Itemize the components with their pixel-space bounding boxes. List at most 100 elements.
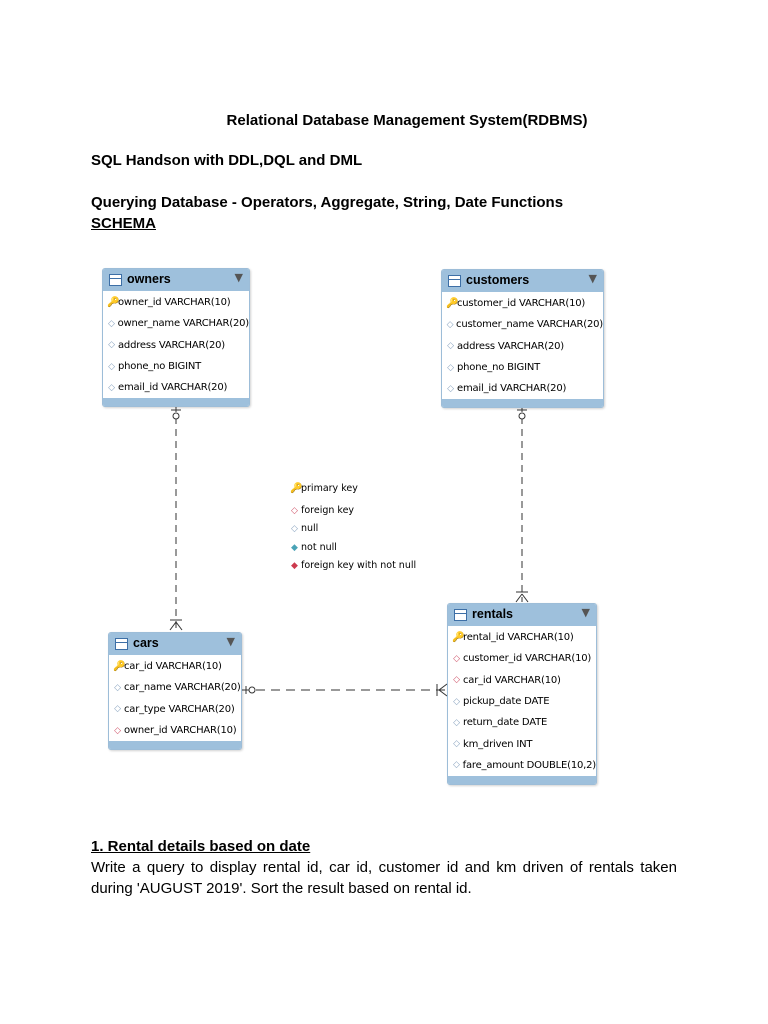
foreign-key-icon: ◇ [291,506,298,516]
foreign-key-not-null-icon: ◆ [291,561,298,571]
cars-table-header: cars ▼ [109,633,241,655]
column-label: rental_id VARCHAR(10) [463,632,574,644]
null-icon: ◇ [108,340,115,351]
column-label: owner_name VARCHAR(20) [117,318,250,330]
null-icon: ◇ [446,319,454,330]
null-icon: ◇ [453,696,460,707]
dropdown-arrow-icon[interactable]: ▼ [581,606,590,619]
column-row: ◇email_id VARCHAR(20) [103,377,249,398]
legend-foreign-key: ◇foreign key [290,505,354,516]
column-row: ◇phone_no BIGINT [103,356,249,377]
column-label: car_type VARCHAR(20) [124,703,235,715]
not-null-icon: ◆ [291,543,298,553]
customers-optional-circle [518,412,526,420]
column-label: car_id VARCHAR(10) [124,661,222,673]
column-row: ◇owner_name VARCHAR(20) [103,313,249,334]
null-icon: ◇ [447,341,454,352]
rentals-table-header: rentals ▼ [448,604,596,626]
column-row: 🔑car_id VARCHAR(10) [109,656,241,677]
dropdown-arrow-icon[interactable]: ▼ [234,271,243,284]
schema-heading: SCHEMA [91,215,157,232]
foreign-key-icon: ◇ [114,725,121,736]
column-row: ◇phone_no BIGINT [442,357,603,378]
column-row: 🔑customer_id VARCHAR(10) [442,293,603,314]
cars-table-name: cars [133,636,159,650]
column-row: ◇address VARCHAR(20) [103,335,249,356]
column-label: fare_amount DOUBLE(10,2) [462,759,597,771]
column-row: ◇car_type VARCHAR(20) [109,699,241,720]
column-row: ◇car_id VARCHAR(10) [448,670,596,691]
column-row: ◇owner_id VARCHAR(10) [109,720,241,741]
customers-table: customers ▼ 🔑customer_id VARCHAR(10) ◇cu… [441,269,604,409]
dropdown-arrow-icon[interactable]: ▼ [588,272,597,285]
primary-key-icon: 🔑 [290,483,303,494]
legend-not-null: ◆not null [290,542,337,553]
foreign-key-icon: ◇ [453,653,460,664]
dropdown-arrow-icon[interactable]: ▼ [226,635,235,648]
legend-label: null [301,523,319,534]
legend-label: foreign key with not null [301,560,417,571]
column-label: email_id VARCHAR(20) [118,382,228,394]
legend-label: foreign key [301,505,355,516]
table-footer [448,776,596,785]
legend-primary-key: 🔑primary key [290,483,358,494]
null-icon: ◇ [447,362,454,373]
document-subtitle-querying: Querying Database - Operators, Aggregate… [91,194,564,211]
null-icon: ◇ [453,739,460,750]
column-row: ◇car_name VARCHAR(20) [109,677,241,698]
legend-label: not null [301,542,337,553]
column-label: phone_no BIGINT [457,362,541,374]
owners-table-name: owners [127,272,171,286]
table-icon [109,274,122,286]
null-icon: ◇ [453,717,460,728]
null-icon: ◇ [107,318,115,329]
primary-key-icon: 🔑 [446,298,459,310]
table-footer [109,741,241,750]
cars-crowfoot-left [169,621,177,631]
column-label: email_id VARCHAR(20) [457,383,567,395]
column-label: owner_id VARCHAR(10) [124,725,237,737]
null-icon: ◇ [108,361,115,372]
column-row: ◇return_date DATE [448,712,596,733]
foreign-key-icon: ◇ [453,675,460,686]
column-row: ◇pickup_date DATE [448,691,596,712]
column-label: return_date DATE [463,717,548,729]
column-row: 🔑owner_id VARCHAR(10) [103,292,249,313]
column-row: ◇address VARCHAR(20) [442,336,603,357]
null-icon: ◇ [447,383,454,394]
column-label: address VARCHAR(20) [457,340,564,352]
null-icon: ◇ [114,682,121,693]
column-label: pickup_date DATE [463,696,550,708]
table-icon [454,609,467,621]
rentals-crowfoot-top-right [521,593,529,603]
null-icon: ◇ [108,382,115,393]
column-row: 🔑rental_id VARCHAR(10) [448,627,596,648]
column-label: customer_id VARCHAR(10) [463,653,592,665]
column-row: ◇customer_name VARCHAR(20) [442,314,604,335]
rentals-crowfoot-top-left [515,593,523,603]
document-subtitle-sql-handson: SQL Handson with DDL,DQL and DML [91,152,363,169]
cars-crowfoot-right [175,621,183,631]
rentals-crowfoot-side-up [438,683,448,691]
question-1-heading: 1. Rental details based on date [91,838,311,855]
document-title: Relational Database Management System(RD… [226,112,588,129]
primary-key-icon: 🔑 [107,297,120,309]
column-row: ◇fare_amount DOUBLE(10,2) [448,755,596,776]
column-row: ◇km_driven INT [448,733,596,754]
null-icon: ◇ [291,524,298,534]
column-label: address VARCHAR(20) [118,339,225,351]
table-icon [448,275,461,287]
legend-null: ◇null [290,523,318,534]
null-icon: ◇ [452,760,460,771]
column-row: ◇email_id VARCHAR(20) [442,378,603,399]
rentals-table-name: rentals [472,607,513,621]
cars-side-optional-circle [248,686,256,694]
column-row: ◇customer_id VARCHAR(10) [448,648,596,669]
owners-optional-circle [172,412,180,420]
owners-table: owners ▼ 🔑owner_id VARCHAR(10) ◇owner_na… [102,268,250,408]
table-footer [103,398,249,407]
column-label: customer_id VARCHAR(10) [457,298,586,310]
null-icon: ◇ [114,704,121,715]
column-label: phone_no BIGINT [118,361,202,373]
